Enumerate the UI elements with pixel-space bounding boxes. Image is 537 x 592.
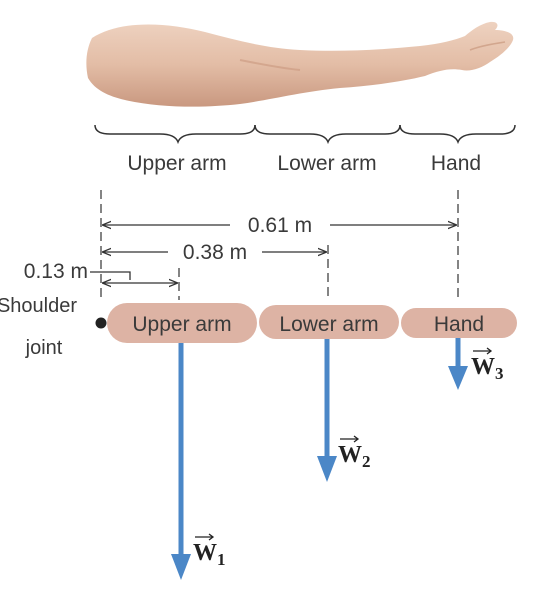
upper-arm-segment — [107, 303, 257, 343]
weight-3-subscript: 3 — [495, 364, 504, 383]
lower-arm-header-label: Lower arm — [277, 152, 376, 175]
weight-label-2: W2 — [338, 435, 371, 471]
dimension-label-061: 0.61 m — [248, 214, 312, 237]
hand-segment-label: Hand — [434, 313, 484, 336]
segment-braces — [94, 124, 516, 145]
weight-2-subscript: 2 — [362, 452, 371, 471]
svg-text:W2: W2 — [338, 442, 371, 471]
lower-arm-segment — [259, 305, 399, 339]
weight-arrow-1 — [171, 343, 191, 580]
hand-segment — [401, 308, 517, 338]
dimension-label-038: 0.38 m — [183, 241, 247, 264]
weight-arrows — [171, 338, 468, 580]
arm-shape — [86, 21, 514, 107]
segment-bars — [107, 303, 517, 343]
weight-1-letter: W — [193, 540, 217, 566]
dimension-013-leader — [90, 271, 131, 280]
weight-1-subscript: 1 — [217, 550, 226, 569]
shoulder-label-line1: Shoulder — [0, 295, 77, 317]
brace-upper-arm — [94, 124, 256, 145]
hand-header-label: Hand — [431, 152, 481, 175]
arm-illustration — [86, 21, 514, 107]
reference-lines — [100, 190, 459, 300]
svg-text:W1: W1 — [193, 540, 226, 569]
shoulder-joint-dot — [95, 317, 107, 329]
svg-text:W3: W3 — [471, 354, 504, 383]
upper-arm-header-label: Upper arm — [127, 152, 226, 175]
weight-arrow-2 — [317, 339, 337, 482]
shoulder-label-line2: joint — [25, 337, 63, 359]
upper-arm-segment-label: Upper arm — [132, 313, 231, 336]
brace-lower-arm — [254, 124, 401, 145]
weight-label-1: W1 — [193, 533, 226, 569]
weight-3-letter: W — [471, 354, 495, 380]
weight-label-3: W3 — [471, 347, 504, 383]
dimension-label-013: 0.13 m — [24, 260, 88, 283]
dimension-lines — [90, 225, 456, 283]
weight-2-letter: W — [338, 442, 362, 468]
brace-hand — [399, 124, 516, 145]
weight-arrow-3 — [448, 338, 468, 390]
lower-arm-segment-label: Lower arm — [279, 313, 378, 336]
